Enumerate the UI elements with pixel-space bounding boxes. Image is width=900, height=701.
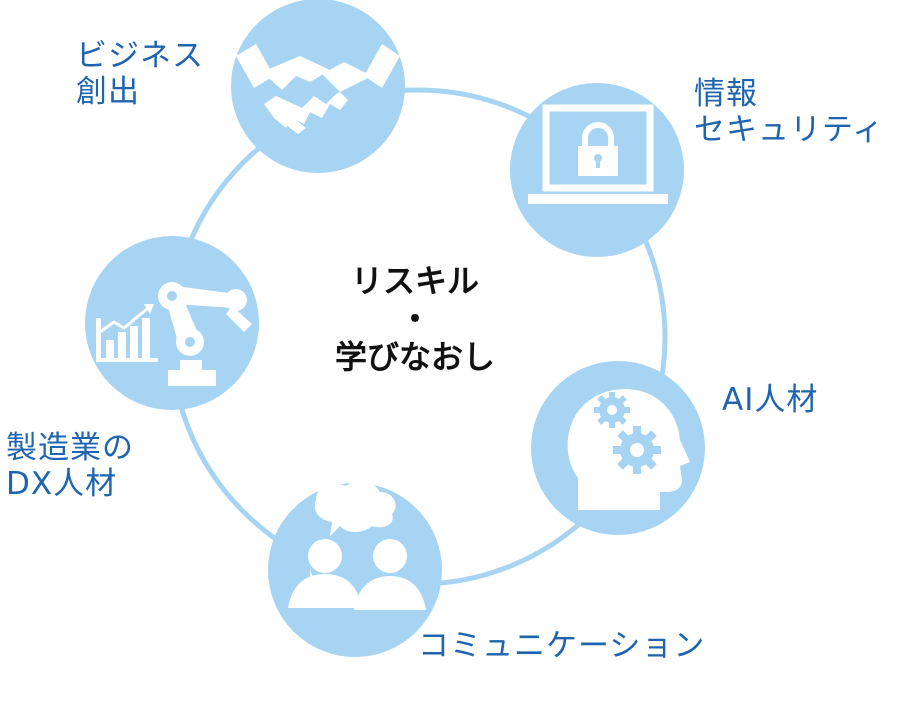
- laptop-lock-icon: [528, 104, 668, 204]
- node-business-circle: [231, 0, 405, 173]
- center-label-line1: リスキル: [350, 262, 479, 300]
- label-security: 情報 セキュリティ: [694, 76, 884, 148]
- center-label-line2: ・: [398, 300, 431, 338]
- label-manufacturing-line1: 製造業の: [6, 430, 134, 466]
- robot-arm-chart-icon: [96, 282, 252, 386]
- label-security-line1: 情報: [694, 76, 758, 112]
- label-manufacturing-line2: DX人材: [6, 466, 118, 502]
- label-business-line2: 創出: [76, 74, 140, 110]
- node-security-circle: [510, 83, 684, 257]
- label-business: ビジネス 創出: [76, 38, 204, 110]
- node-ai-circle: [531, 361, 705, 535]
- label-business-line1: ビジネス: [76, 38, 204, 74]
- label-ai-line1: AI人材: [722, 382, 819, 418]
- label-manufacturing: 製造業の DX人材: [6, 430, 134, 502]
- label-communication: コミュニケーション: [418, 628, 705, 664]
- center-label: リスキル ・ 学びなおし: [305, 262, 525, 376]
- speech-people-icon: [288, 481, 426, 610]
- label-communication-line1: コミュニケーション: [418, 628, 706, 664]
- node-communication-circle: [268, 481, 442, 657]
- center-label-line3: 学びなおし: [334, 338, 495, 376]
- node-manufacturing-circle: [85, 236, 259, 410]
- head-gears-icon: [567, 389, 690, 510]
- label-security-line2: セキュリティ: [694, 112, 885, 148]
- label-ai: AI人材: [722, 382, 818, 418]
- handshake-icon: [236, 44, 400, 134]
